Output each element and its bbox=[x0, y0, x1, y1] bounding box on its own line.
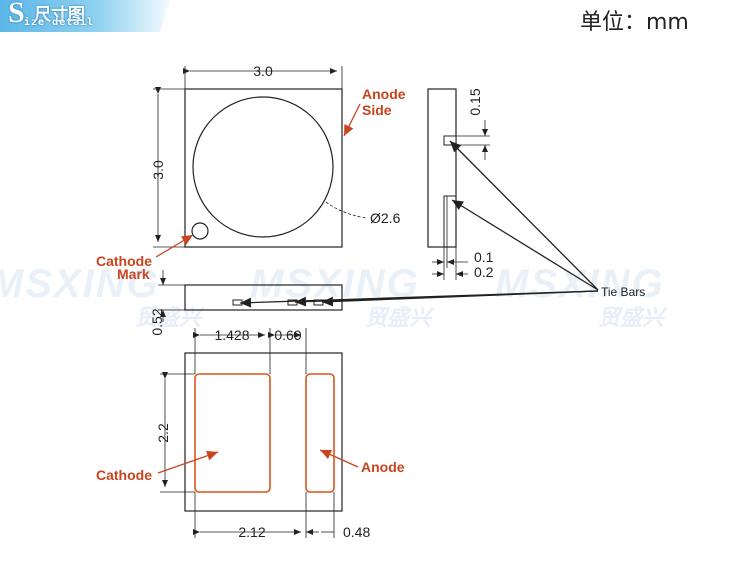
dim-pad-height: 2.2 bbox=[155, 423, 171, 443]
cathode-pad bbox=[194, 373, 271, 493]
callout-arrow-anode-side bbox=[343, 103, 361, 137]
callout-anode: Anode bbox=[361, 459, 405, 475]
tie-bar-upper bbox=[443, 135, 457, 146]
dim-tie-bar-2: 0.2 bbox=[474, 264, 494, 280]
size-detail-banner bbox=[0, 0, 170, 32]
tie-bars-arrow bbox=[321, 290, 599, 307]
unit-label: 单位：mm bbox=[580, 10, 689, 35]
lens-circle bbox=[192, 96, 334, 238]
dim-top-height: 3.0 bbox=[150, 160, 166, 180]
banner-letter: S bbox=[8, 0, 25, 29]
tie-bars-arrow bbox=[451, 199, 599, 291]
dim-pad-offset: 1.428 bbox=[214, 327, 249, 343]
tie-bar-lower bbox=[443, 195, 457, 248]
dim-tie-bar-1: 0.1 bbox=[474, 249, 494, 265]
tie-bars-arrow bbox=[449, 140, 599, 291]
header: S 尺寸图 ize detail 单位：mm bbox=[0, 0, 750, 36]
callout-tie-bars: Tie Bars bbox=[601, 285, 645, 299]
dim-pad-gap: 0.69 bbox=[274, 327, 301, 343]
tie-bars-callout: Tie Bars bbox=[239, 140, 645, 308]
package-outline-bottom bbox=[184, 352, 343, 512]
callout-cathode-mark-1: Cathode bbox=[96, 253, 152, 269]
side-view-right: 0.15 0.1 0.2 bbox=[427, 88, 494, 280]
package-outline-side bbox=[427, 88, 457, 248]
dim-side-height: 0.15 bbox=[467, 88, 483, 115]
callout-cathode: Cathode bbox=[96, 467, 152, 483]
side-view-thickness: 0.52 bbox=[149, 270, 343, 336]
callout-arrow-anode bbox=[319, 449, 359, 468]
callout-cathode-mark-2: Mark bbox=[117, 266, 150, 282]
package-outline-top bbox=[184, 88, 343, 248]
callout-anode-side-2: Side bbox=[362, 102, 392, 118]
callout-anode-side-1: Anode bbox=[362, 86, 406, 102]
dim-top-width: 3.0 bbox=[253, 63, 273, 79]
dim-lens-diameter: Ø2.6 bbox=[370, 210, 401, 226]
callout-arrow-cathode bbox=[157, 450, 219, 474]
bottom-view: 1.428 0.69 2.2 2.12 0.48 Cathode Anode bbox=[96, 327, 405, 540]
anode-pad bbox=[305, 373, 335, 493]
banner-title: 尺寸图 bbox=[34, 5, 85, 25]
callout-arrow-cathode-mark bbox=[155, 234, 194, 258]
top-view: 3.0 3.0 Ø2.6 Anode Side Cathode Mark bbox=[96, 63, 406, 282]
diameter-leader bbox=[325, 201, 367, 219]
dim-cathode-pad-width: 2.12 bbox=[238, 524, 265, 540]
dim-anode-pad-width: 0.48 bbox=[343, 524, 370, 540]
cathode-mark-dot bbox=[191, 222, 209, 240]
banner-subtitle: ize detail bbox=[24, 17, 95, 28]
package-outline-thickness bbox=[184, 284, 343, 311]
dim-thickness: 0.52 bbox=[149, 308, 165, 335]
